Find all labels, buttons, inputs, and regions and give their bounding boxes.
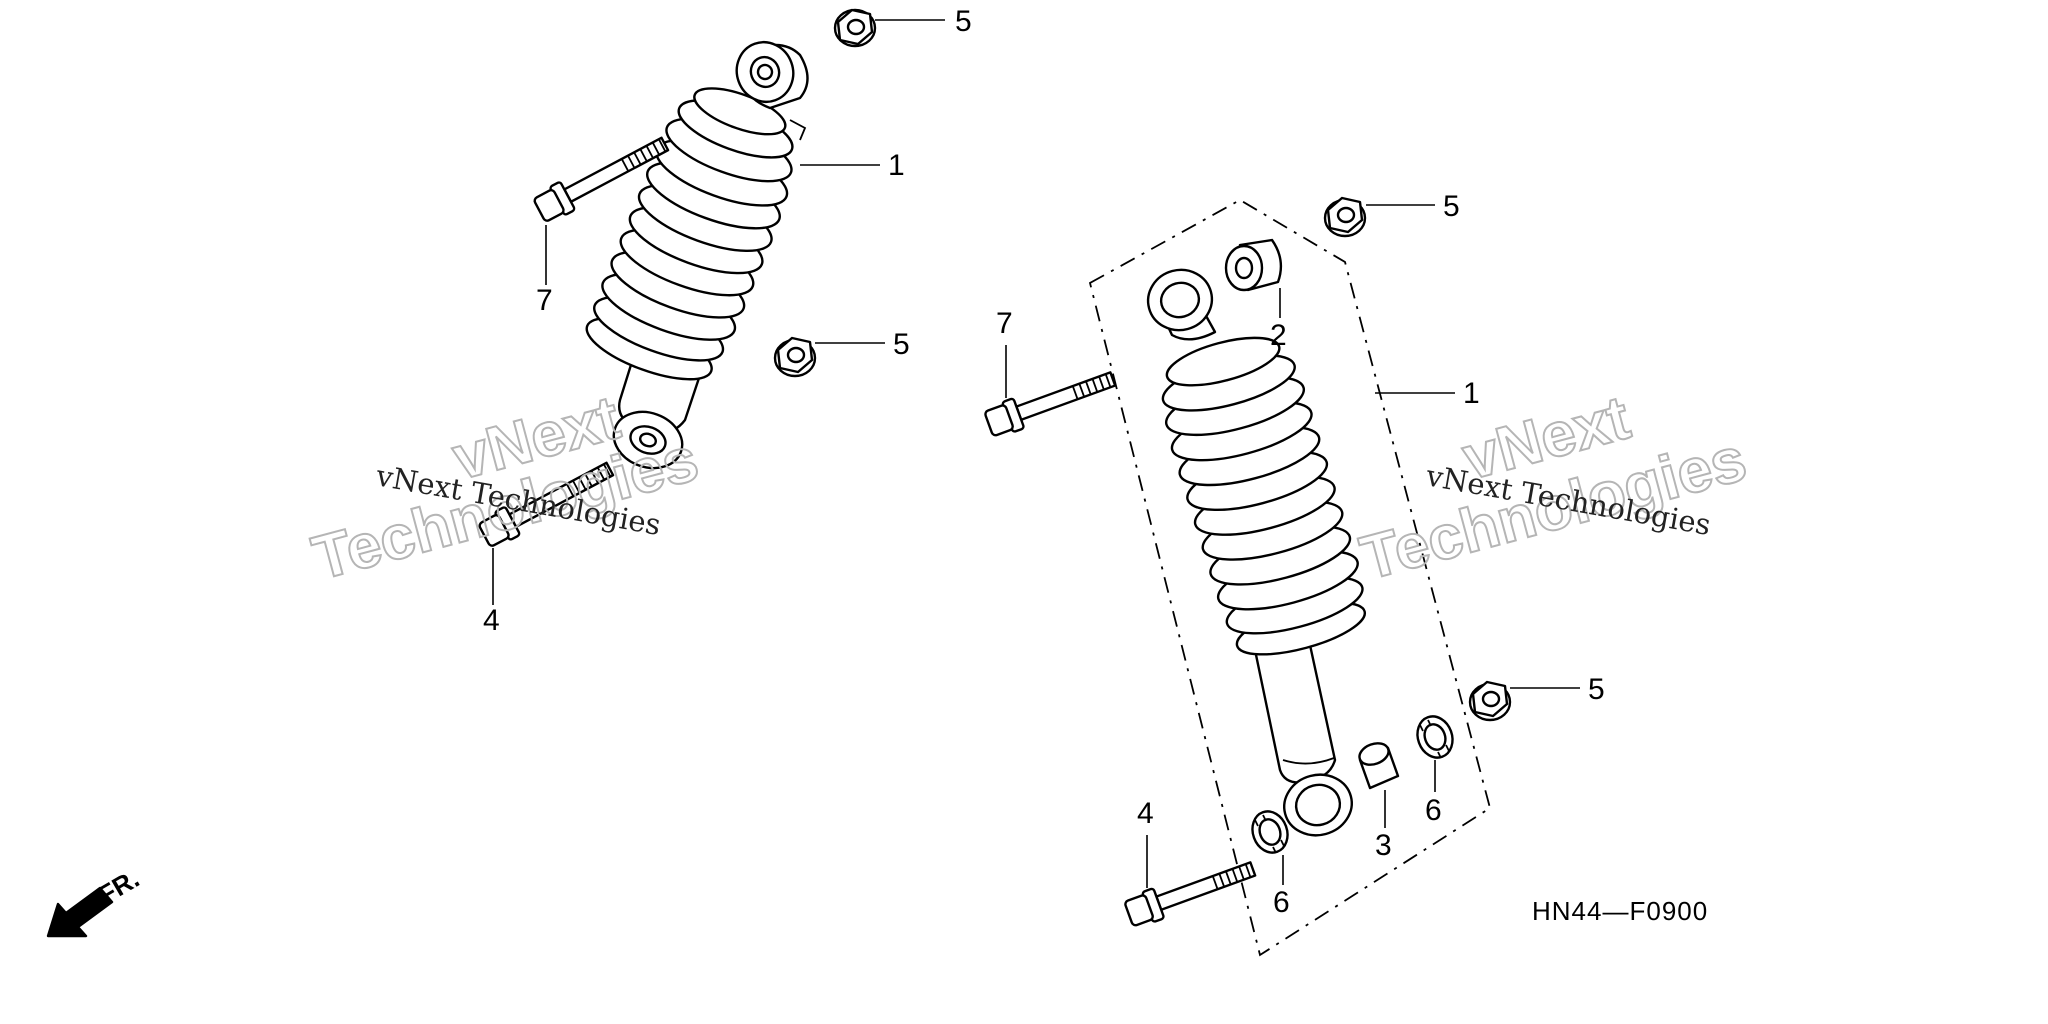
left-top-bolt — [533, 136, 670, 222]
callout-right-bottom-nut: 5 — [1588, 673, 1605, 706]
diagram-code: HN44—F0900 — [1532, 896, 1708, 926]
right-bottom-flange-nut — [1468, 680, 1512, 722]
front-direction-arrow-icon — [46, 886, 114, 938]
left-bottom-bolt — [478, 461, 615, 547]
right-shock-absorber — [1146, 268, 1367, 837]
right-dust-seal-left — [1251, 810, 1289, 854]
right-top-bolt — [984, 371, 1117, 437]
callout-right-shock: 1 — [1463, 377, 1480, 410]
callout-left-bottom-bolt: 4 — [483, 604, 500, 637]
callout-right-top-bolt: 7 — [996, 307, 1013, 340]
callout-left-top-nut: 5 — [955, 5, 972, 38]
callout-right-bushing: 2 — [1270, 319, 1287, 352]
callout-right-bottom-bolt: 4 — [1137, 797, 1154, 830]
left-shock-absorber — [585, 41, 809, 470]
callout-right-seal-right: 6 — [1425, 794, 1442, 827]
right-dust-seal-right — [1416, 715, 1454, 759]
callout-right-seal-left: 6 — [1273, 886, 1290, 919]
callout-left-shock: 1 — [888, 149, 905, 182]
callout-right-top-nut: 5 — [1443, 190, 1460, 223]
right-bottom-bolt — [1124, 861, 1257, 927]
left-top-flange-nut — [833, 8, 877, 48]
left-mid-flange-nut — [773, 336, 817, 378]
watermark-right: vNext Technologies vNext Technologies — [1353, 382, 1754, 594]
right-collar — [1358, 742, 1400, 790]
right-top-flange-nut — [1323, 196, 1367, 238]
callout-left-top-bolt: 7 — [536, 284, 553, 317]
right-assembly-frame — [1088, 198, 1492, 957]
callout-right-collar: 3 — [1375, 829, 1392, 862]
right-bushing — [1224, 238, 1283, 292]
callout-left-mid-nut: 5 — [893, 328, 910, 361]
